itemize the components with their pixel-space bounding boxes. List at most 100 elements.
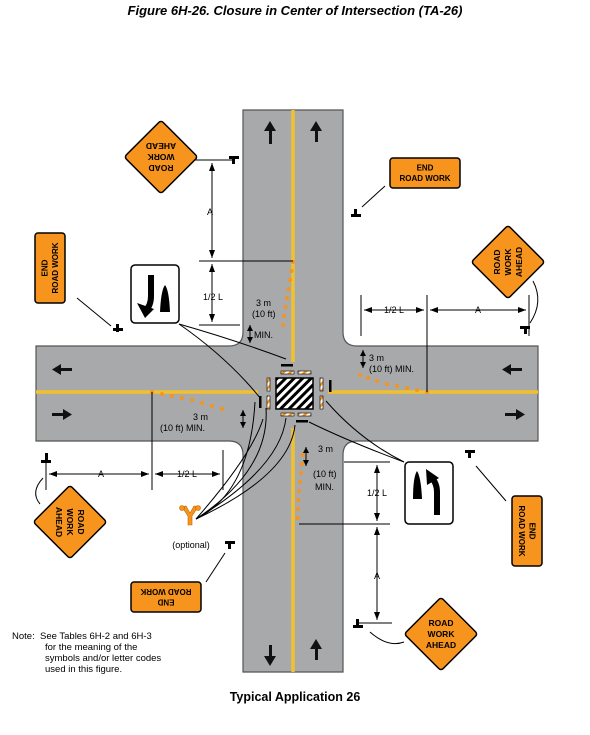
- lane-arrow-icon: [52, 409, 72, 420]
- label-optional: (optional): [172, 540, 210, 550]
- label-a: A: [374, 571, 380, 581]
- sign-post-icon: [113, 324, 123, 332]
- sign-text-road-work: ROAD WORK: [140, 587, 191, 596]
- sign-text-work: WORK: [147, 152, 175, 162]
- sign-end-road-work-south: END ROAD WORK: [511, 495, 543, 567]
- barricade: [319, 395, 324, 410]
- sign-end-road-work-west: END ROAD WORK: [130, 581, 202, 613]
- sign-end-road-work-north: END ROAD WORK: [34, 232, 66, 304]
- sign-text-road: ROAD: [76, 509, 86, 534]
- sign-text-work: WORK: [503, 248, 513, 276]
- sign-text-end: END: [157, 598, 174, 607]
- figure-caption: Typical Application 26: [229, 690, 361, 704]
- sign-post-icon: [353, 619, 363, 628]
- label-10ft-min: (10 ft) MIN.: [369, 364, 414, 374]
- note-line: used in this figure.: [45, 664, 123, 675]
- sign-text-road: ROAD: [428, 618, 453, 628]
- label-10ft: (10 ft): [252, 309, 276, 319]
- sign-text-end: END: [528, 523, 537, 540]
- sign-text-road: ROAD: [492, 249, 502, 274]
- lane-arrow-icon: [264, 645, 276, 666]
- lane-arrows: [52, 121, 525, 666]
- sign-post-icon: [41, 453, 51, 463]
- sign-text-road-work: ROAD WORK: [399, 174, 450, 183]
- label-3m: 3 m: [256, 298, 271, 308]
- leader-lines: [35, 185, 539, 645]
- west-taper: [150, 390, 224, 411]
- sign-post-icon: [229, 156, 239, 164]
- optional-flasher-icon: [179, 505, 201, 526]
- sign-text-road-work: ROAD WORK: [517, 505, 526, 556]
- sign-text-road: ROAD: [148, 163, 173, 173]
- sign-text-road-work: ROAD WORK: [51, 242, 60, 293]
- sign-text-ahead: AHEAD: [146, 141, 176, 151]
- channelizer-tapers: [150, 260, 429, 520]
- sign-road-work-ahead-east: ROAD WORK AHEAD: [471, 225, 545, 299]
- barricade: [266, 395, 271, 410]
- sign-post-icon: [351, 209, 361, 217]
- lane-arrow-icon: [264, 121, 276, 144]
- barricade: [266, 377, 271, 392]
- note-prefix: Note:: [12, 631, 35, 642]
- sign-post-icon: [465, 450, 475, 458]
- note-block: Note: See Tables 6H-2 and 6H-3 for the m…: [12, 631, 161, 675]
- lane-arrow-icon: [505, 409, 525, 420]
- north-taper: [281, 260, 295, 327]
- lane-arrow-icon: [310, 121, 322, 142]
- keep-left-sign: [130, 264, 180, 324]
- sign-text-end: END: [41, 259, 50, 276]
- sign-posts: [41, 156, 530, 628]
- label-10ft: (10 ft): [313, 469, 337, 479]
- lane-arrow-icon: [310, 639, 322, 660]
- sign-text-end: END: [417, 164, 434, 173]
- diagram-labels: A 1/2 L 3 m (10 ft) MIN. 1/2 L A 3 m (10…: [98, 207, 481, 581]
- label-a: A: [207, 207, 213, 217]
- note-line: See Tables 6H-2 and 6H-3: [40, 631, 152, 642]
- label-3m: 3 m: [369, 353, 384, 363]
- median-icon: [413, 471, 422, 499]
- sign-text-ahead: AHEAD: [426, 640, 456, 650]
- east-taper: [358, 373, 429, 394]
- lane-arrow-icon: [52, 364, 72, 375]
- sign-road-work-ahead-west: ROAD WORK AHEAD: [33, 485, 107, 559]
- sign-end-road-work-east: END ROAD WORK: [389, 157, 461, 189]
- note-line: symbols and/or letter codes: [45, 653, 162, 664]
- sign-road-work-ahead-north: ROAD WORK AHEAD: [124, 120, 198, 194]
- label-min: MIN.: [254, 330, 273, 340]
- dimension-arrowheads: [49, 163, 526, 620]
- label-half-l: 1/2 L: [203, 292, 223, 302]
- page-title: Figure 6H-26. Closure in Center of Inter…: [127, 3, 463, 18]
- label-3m: 3 m: [193, 412, 208, 422]
- label-a: A: [98, 469, 104, 479]
- warning-light-icon: [259, 396, 262, 408]
- label-half-l: 1/2 L: [177, 469, 197, 479]
- lane-arrow-icon: [502, 364, 522, 375]
- work-area: [259, 364, 332, 423]
- label-half-l: 1/2 L: [367, 488, 387, 498]
- barricade: [280, 370, 295, 375]
- sign-text-ahead: AHEAD: [514, 247, 524, 277]
- sign-post-icon: [225, 541, 235, 549]
- sign-post-icon: [520, 326, 530, 334]
- warning-light-icon: [296, 420, 308, 423]
- label-min: MIN.: [315, 482, 334, 492]
- barricade: [319, 377, 324, 392]
- barricade: [280, 412, 295, 417]
- dimension-lines: [45, 159, 530, 624]
- sign-text-work: WORK: [428, 629, 456, 639]
- warning-light-icon: [281, 364, 293, 367]
- keep-right-sign: [404, 461, 454, 525]
- label-3m: 3 m: [318, 444, 333, 454]
- label-half-l: 1/2 L: [384, 305, 404, 315]
- note-line: for the meaning of the: [45, 642, 138, 653]
- warning-light-icon: [329, 380, 332, 392]
- sign-text-ahead: AHEAD: [54, 507, 64, 537]
- label-a: A: [475, 305, 481, 315]
- sign-road-work-ahead-south: ROAD WORK AHEAD: [404, 597, 478, 671]
- barricade: [297, 412, 312, 417]
- south-taper: [295, 453, 305, 520]
- median-icon: [160, 285, 170, 312]
- label-10ft-min: (10 ft) MIN.: [160, 423, 205, 433]
- barricade: [297, 370, 312, 375]
